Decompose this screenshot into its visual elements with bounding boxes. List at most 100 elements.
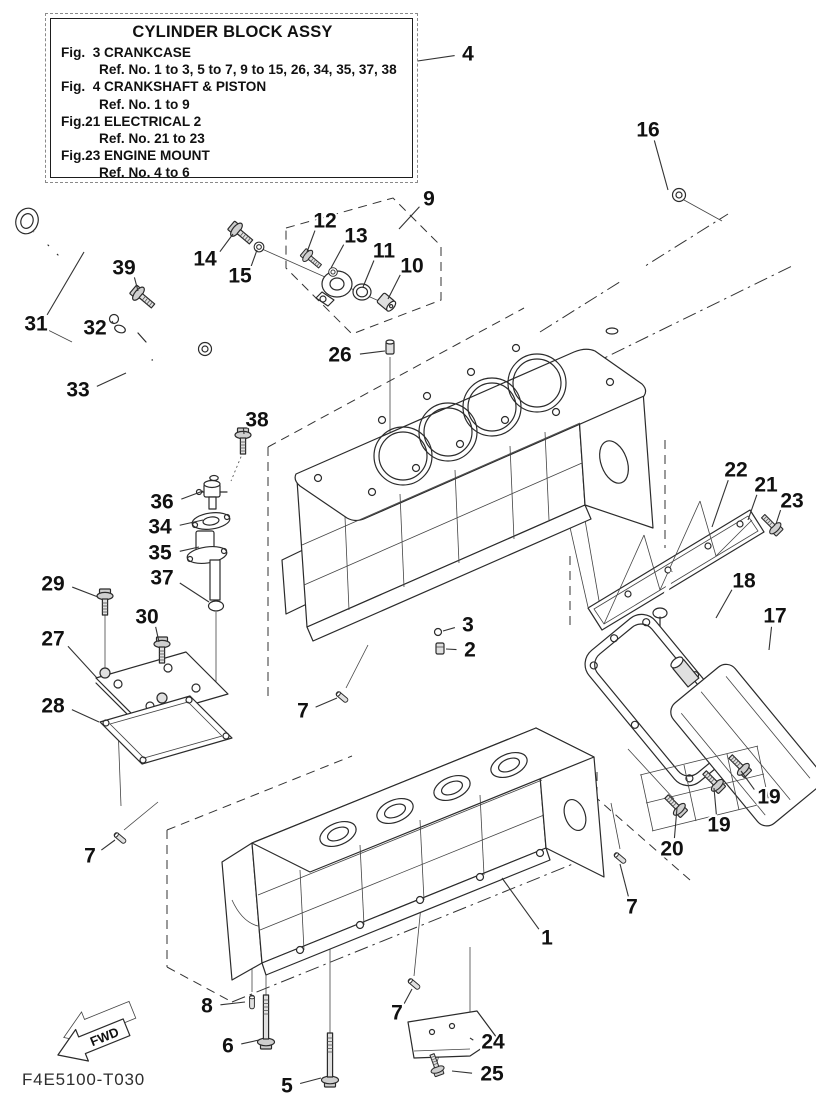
washer-15 [253, 241, 265, 253]
fig-entry-ref: Ref. No. 1 to 9 [99, 96, 190, 112]
part-callout-7: 7 [84, 845, 96, 868]
part-callout-33: 33 [66, 379, 89, 402]
part-callout-3: 3 [462, 614, 474, 637]
pin-7d [406, 977, 422, 991]
part-callout-27: 27 [41, 628, 64, 651]
part-callout-7: 7 [626, 896, 638, 919]
bolt-5 [320, 1032, 340, 1088]
part-callout-1: 1 [541, 927, 553, 950]
part-callout-10: 10 [400, 255, 423, 278]
part-callout-26: 26 [328, 344, 351, 367]
pin-7c [612, 851, 628, 865]
leader-line-12 [306, 230, 316, 253]
drawing-code: F4E5100-T030 [22, 1070, 146, 1089]
dowel-2 [435, 642, 445, 655]
leader-line-36 [181, 490, 204, 500]
part-callout-24: 24 [481, 1031, 505, 1054]
part-callout-15: 15 [228, 265, 252, 288]
fig-entry-ref: Ref. No. 21 to 23 [99, 131, 205, 147]
bolt-6 [256, 994, 276, 1050]
leader-line-33 [96, 372, 127, 387]
pin-7b [112, 831, 128, 845]
part-callout-7: 7 [391, 1002, 403, 1025]
leader-line-18 [715, 589, 733, 619]
leader-line-31 [46, 251, 85, 316]
leader-line-23 [775, 509, 782, 525]
leader-line-11 [362, 260, 375, 288]
part-callout-28: 28 [41, 695, 65, 718]
fig-entry-label: Fig.23 ENGINE MOUNT [61, 148, 210, 164]
leader-line-7 [619, 863, 629, 897]
part-callout-36: 36 [150, 491, 173, 514]
oil-pipe-drawing [114, 324, 219, 482]
part-callout-5: 5 [281, 1075, 293, 1098]
bolt-14 [225, 218, 257, 249]
part-callout-4: 4 [462, 43, 474, 66]
figure-reference-box-inner: CYLINDER BLOCK ASSY Fig. 3 CRANKCASE Ref… [50, 18, 413, 181]
leader-line-15 [250, 249, 258, 267]
leader-line-17 [768, 626, 773, 651]
leader-line-3 [442, 627, 456, 632]
part-callout-25: 25 [480, 1063, 504, 1086]
pin-8 [249, 994, 255, 1010]
part-callout-14: 14 [193, 248, 217, 271]
manifold-drawing [587, 500, 765, 631]
part-callout-23: 23 [780, 490, 803, 513]
leader-line-24 [469, 1037, 474, 1041]
part-callout-20: 20 [660, 838, 683, 861]
leader-line-19 [740, 770, 755, 790]
fig-entry-label: Fig.21 ELECTRICAL 2 [61, 113, 202, 129]
leader-line-37 [179, 582, 210, 603]
part-callout-12: 12 [313, 210, 336, 233]
part-callout-8: 8 [201, 995, 213, 1018]
cylinder-block-drawing [281, 343, 654, 642]
part-callout-35: 35 [148, 542, 172, 565]
fwd-arrow: FWD [57, 1000, 137, 1062]
leader-line-10 [387, 274, 401, 300]
part-callout-38: 38 [245, 409, 269, 432]
pin-7a [334, 690, 350, 704]
part-callout-37: 37 [150, 567, 173, 590]
leader-line-34 [179, 519, 204, 526]
leader-line-38 [242, 428, 245, 435]
cover-17-drawing [639, 656, 816, 832]
leader-line-5 [300, 1077, 322, 1085]
bolt-39 [127, 282, 159, 313]
fig-entry-label: Fig. 3 CRANKCASE [61, 45, 191, 60]
part-callout-6: 6 [222, 1035, 234, 1058]
part-callout-29: 29 [41, 573, 64, 596]
part-callout-32: 32 [83, 317, 106, 340]
info-box-title: CYLINDER BLOCK ASSY [132, 23, 333, 41]
part-callout-13: 13 [344, 225, 367, 248]
leader-line-22 [711, 479, 729, 528]
fig-entry-ref: Ref. No. 1 to 3, 5 to 7, 9 to 15, 26, 34… [99, 62, 397, 78]
seal-housing-group-drawing [315, 270, 397, 312]
figure-reference-box: CYLINDER BLOCK ASSY Fig. 3 CRANKCASE Ref… [45, 13, 418, 183]
plate-and-gasket-drawing [95, 651, 233, 765]
breather-hose-drawing [605, 187, 687, 335]
part-callout-19: 19 [757, 786, 780, 809]
bracket-24-drawing [407, 1010, 498, 1059]
washer-13 [328, 267, 338, 277]
leader-line-20 [673, 807, 678, 839]
dowel-26 [385, 339, 395, 355]
part-callout-34: 34 [148, 516, 172, 539]
part-callout-39: 39 [112, 257, 135, 280]
bolt-38 [234, 427, 252, 455]
leader-line-7 [403, 988, 413, 1004]
part-callout-7: 7 [297, 700, 309, 723]
part-callout-9: 9 [423, 188, 435, 211]
bolt-12 [298, 246, 325, 273]
part-callout-22: 22 [724, 459, 747, 482]
leader-line-27 [67, 645, 98, 679]
dowel-3 [433, 627, 443, 637]
fig-entry-ref: Ref. No. 4 to 6 [99, 165, 190, 181]
fasteners [96, 218, 786, 1088]
part-callout-11: 11 [373, 240, 396, 263]
part-callout-18: 18 [732, 570, 756, 593]
part-callout-16: 16 [636, 119, 659, 142]
dipstick-drawing [15, 207, 147, 343]
leader-line-13 [330, 244, 345, 269]
